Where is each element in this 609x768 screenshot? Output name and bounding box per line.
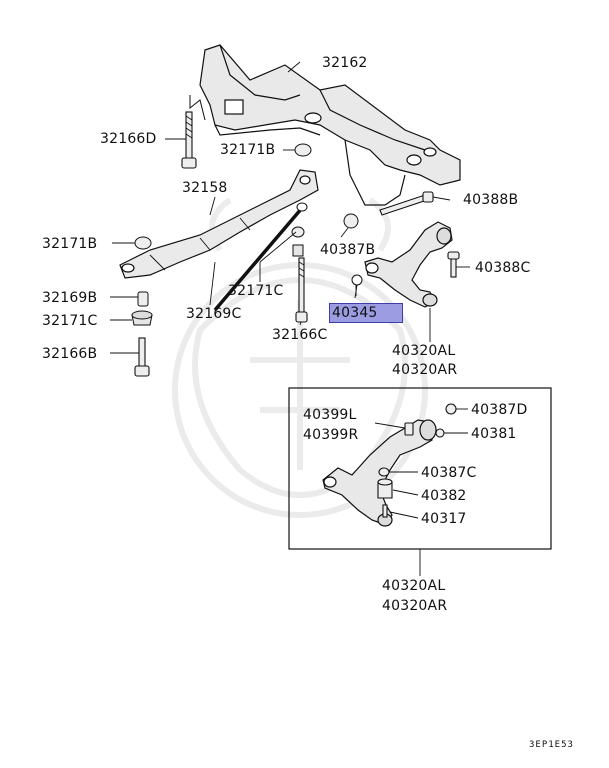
bolt-32166C bbox=[295, 257, 308, 323]
label-32169B[interactable]: 32169B bbox=[42, 290, 98, 306]
lower-arm-detail bbox=[322, 419, 437, 527]
bolt-32166B bbox=[134, 337, 150, 377]
label-40387D[interactable]: 40387D bbox=[471, 402, 528, 418]
brace-32169C bbox=[213, 206, 304, 312]
label-40320AR-top[interactable]: 40320AR bbox=[392, 362, 458, 378]
spacer-32169B bbox=[137, 291, 149, 307]
bushing-32171B-top bbox=[294, 143, 312, 157]
label-32171C-mid[interactable]: 32171C bbox=[228, 283, 284, 299]
bushing-40387B bbox=[343, 213, 359, 229]
detail-small-parts bbox=[377, 403, 457, 518]
label-40320AL-top[interactable]: 40320AL bbox=[392, 343, 456, 359]
label-40317[interactable]: 40317 bbox=[421, 511, 467, 527]
label-40387C[interactable]: 40387C bbox=[421, 465, 477, 481]
label-32162[interactable]: 32162 bbox=[322, 55, 368, 71]
label-40399R[interactable]: 40399R bbox=[303, 427, 359, 443]
label-40320AR-bottom[interactable]: 40320AR bbox=[382, 598, 448, 614]
member-32158 bbox=[119, 169, 319, 279]
lower-arm-top bbox=[364, 221, 453, 308]
label-40388C[interactable]: 40388C bbox=[475, 260, 531, 276]
label-32166B[interactable]: 32166B bbox=[42, 346, 98, 362]
bolt-40388C bbox=[447, 251, 460, 278]
crossmember-32162 bbox=[189, 44, 461, 206]
label-32169C[interactable]: 32169C bbox=[186, 306, 242, 322]
bolt-32166D bbox=[181, 111, 197, 169]
label-40388B[interactable]: 40388B bbox=[463, 192, 519, 208]
label-40320AL-bottom[interactable]: 40320AL bbox=[382, 578, 446, 594]
label-32171C-left[interactable]: 32171C bbox=[42, 313, 98, 329]
label-40399L[interactable]: 40399L bbox=[303, 407, 357, 423]
bushing-32171B-left bbox=[134, 236, 152, 250]
label-40345-highlighted[interactable]: 40345 bbox=[329, 303, 403, 323]
label-40387B[interactable]: 40387B bbox=[320, 242, 376, 258]
leader-lines bbox=[110, 61, 470, 354]
label-32166D[interactable]: 32166D bbox=[100, 131, 157, 147]
label-32171B-left[interactable]: 32171B bbox=[42, 236, 98, 252]
label-32171B-top[interactable]: 32171B bbox=[220, 142, 276, 158]
label-32166C[interactable]: 32166C bbox=[272, 327, 328, 343]
label-32158[interactable]: 32158 bbox=[182, 180, 228, 196]
label-40382[interactable]: 40382 bbox=[421, 488, 467, 504]
washer-40345 bbox=[351, 274, 363, 286]
diagram-code: 3EP1E53 bbox=[529, 740, 574, 750]
label-40381[interactable]: 40381 bbox=[471, 426, 517, 442]
bushing-32171C-mid bbox=[291, 226, 305, 238]
bolt-40388B bbox=[379, 191, 434, 216]
